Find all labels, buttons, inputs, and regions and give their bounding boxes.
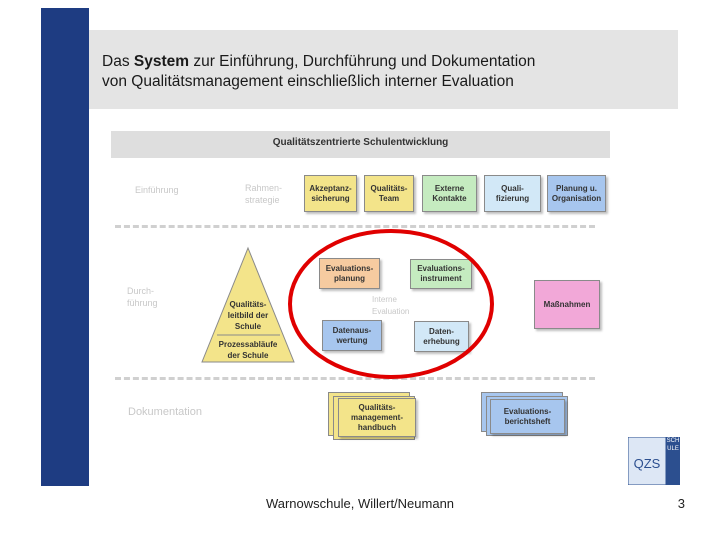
box-evaluation-planning: Evaluations- planung — [319, 258, 380, 289]
title-banner — [89, 30, 678, 109]
box-acceptance: Akzeptanz- sicherung — [304, 175, 357, 212]
sidebar-bar — [41, 8, 89, 486]
quality-triangle — [201, 246, 295, 363]
logo-side-text: SCHULE — [666, 438, 680, 452]
triangle-lower-label: Prozessabläufe der Schule — [218, 340, 278, 360]
page-title: Das System zur Einführung, Durchführung … — [102, 53, 536, 90]
box-measures: Maßnahmen — [534, 280, 600, 329]
box-evaluation-instrument: Evaluations- instrument — [410, 259, 472, 289]
page-number: 3 — [677, 496, 685, 511]
planning-hint: Rahmen- strategie — [245, 183, 283, 205]
row-label-documentation: Dokumentation — [128, 406, 202, 418]
row-label-execution: Durch- führung — [127, 286, 158, 308]
box-external-contacts: Externe Kontakte — [422, 175, 477, 212]
evaluation-hint: Interne Evaluation — [372, 295, 410, 316]
box-data-analysis: Datenaus- wertung — [322, 320, 382, 351]
svg-text:QZS: QZS — [634, 456, 661, 471]
box-planning-organisation: Planung u. Organisation — [547, 175, 606, 212]
diagram-title: Qualitätszentrierte Schulentwicklung — [272, 137, 449, 148]
qzs-logo: QZS SCHULE — [627, 436, 680, 486]
box-evaluation-report: Evaluations- berichtsheft — [490, 399, 565, 434]
box-quality-team: Qualitäts- Team — [364, 175, 414, 212]
triangle-upper-label: Qualitäts- leitbild der Schule — [227, 300, 269, 331]
footer-text: Warnowschule, Willert/Neumann — [265, 496, 455, 511]
row-label-planning: Einführung — [135, 185, 179, 195]
separator-line — [115, 377, 595, 380]
diagram-header-bar — [111, 131, 610, 158]
highlight-ellipse — [288, 229, 494, 379]
separator-line — [115, 225, 595, 228]
box-data-collection: Daten- erhebung — [414, 321, 469, 352]
box-quality-handbook: Qualitäts- management- handbuch — [338, 398, 416, 437]
box-qualification: Quali- fizierung — [484, 175, 541, 212]
